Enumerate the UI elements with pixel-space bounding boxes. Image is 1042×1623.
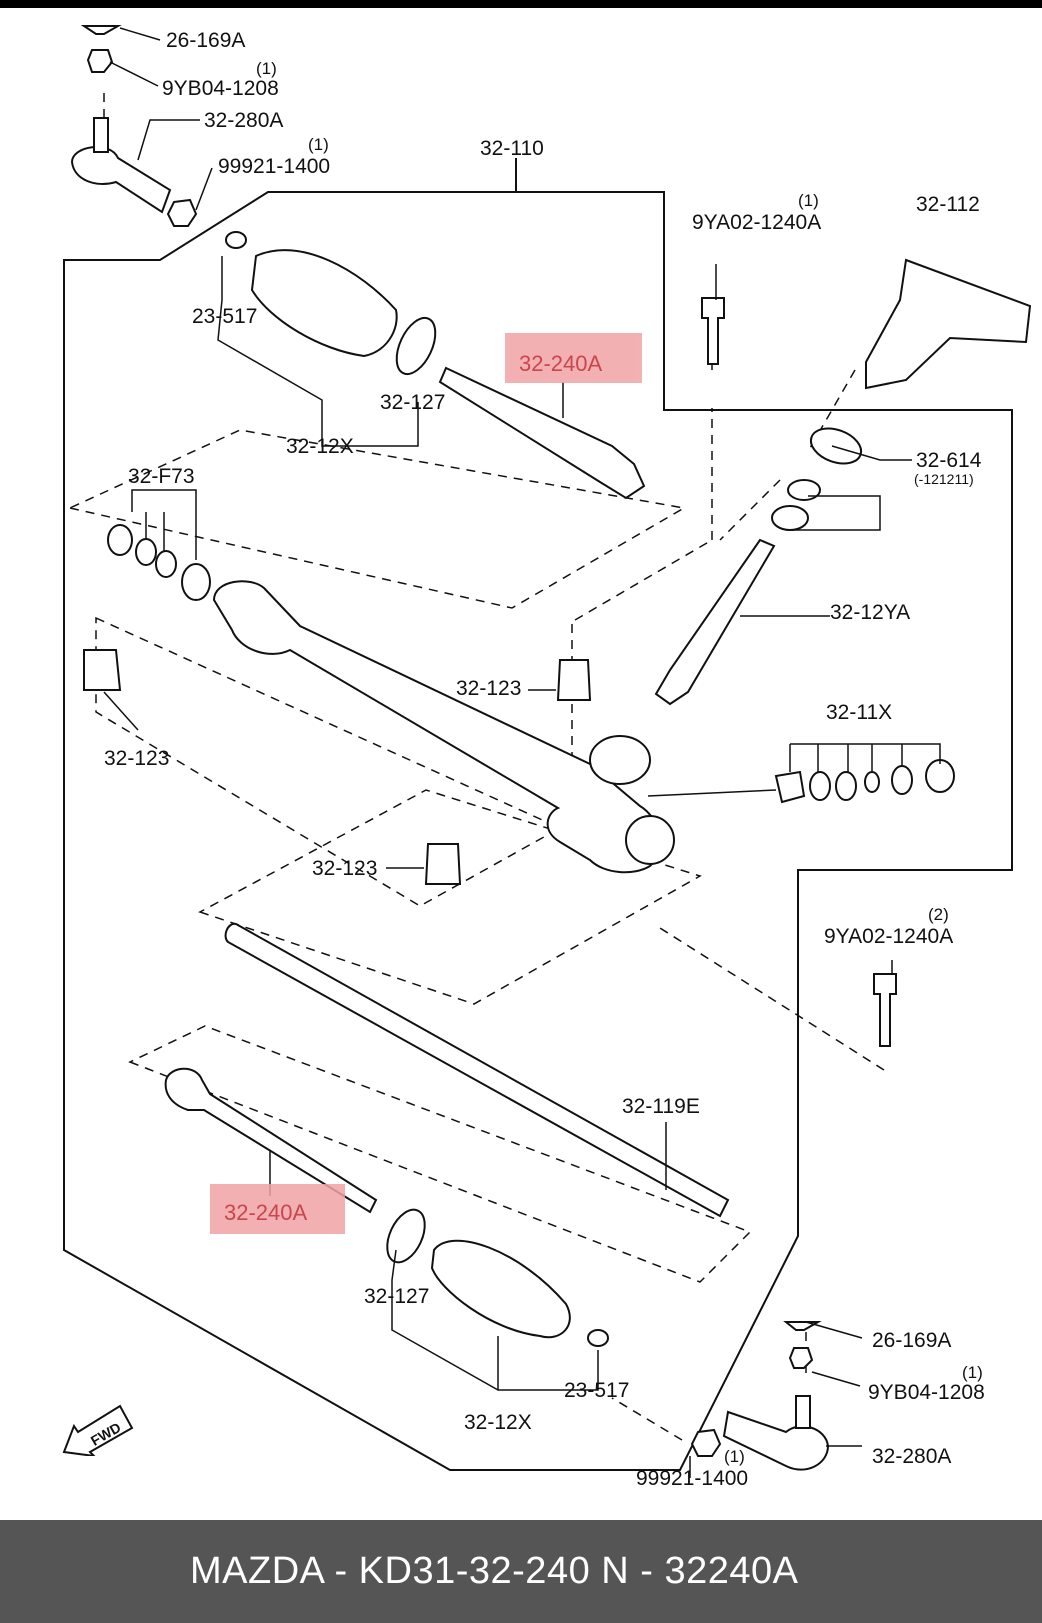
lock-nut-top [166,198,198,227]
label-32-F73: 32-F73 [128,465,195,488]
label-99921-1400-top: 99921-1400 [218,155,331,178]
oring-32-614 [809,427,863,465]
stud-bottom [795,1395,811,1429]
label-32-614: 32-614 [916,449,982,472]
band-top [395,316,437,376]
clamp-bottom [587,1329,609,1347]
fwd-arrow-icon: FWD [60,1400,140,1458]
label-32-127-top: 32-127 [380,391,446,414]
label-32-11X: 32-11X [826,701,893,724]
spring-f73 [181,563,211,601]
label-9YA02-1240A-1: 9YA02-1240A [692,211,822,234]
cotter-pin-top [80,25,122,35]
label-32-240A-bottom: 32-240A [224,1200,308,1225]
highlight-32-240A-bottom: 32-240A [210,1184,345,1234]
bushing-low [424,843,462,885]
seal-2 [771,505,809,531]
yoke-11x [774,770,806,804]
label-32-12X-top: 32-12X [286,435,354,458]
label-26-169A-top: 26-169A [166,29,246,52]
label-99921-1400-bottom: 99921-1400 [636,1467,749,1490]
pinion-cover [865,258,1032,390]
label-32-119E: 32-119E [622,1095,700,1118]
qty-99921-bottom: (1) [724,1447,745,1466]
label-32-112: 32-112 [916,193,980,216]
top-border [0,0,1042,8]
qty-9YA02-2: (2) [928,905,949,924]
label-32-127-bottom: 32-127 [364,1285,430,1308]
nut-top [86,49,114,73]
bushing-left [83,649,122,691]
seal-1 [787,479,821,501]
label-32-110: 32-110 [480,137,544,160]
highlight-32-240A-top: 32-240A [505,333,642,383]
spring-11x [864,771,880,793]
ring-11x-3 [891,765,913,795]
bolt-9ya02-2 [873,973,897,1047]
label-23-517-bottom: 23-517 [564,1379,630,1402]
label-32-123-left: 32-123 [104,747,170,770]
footer-bar [0,1520,1042,1623]
cotter-pin-bottom [783,1321,822,1331]
label-23-517-top: 23-517 [192,305,258,328]
assembly-boundary [63,191,1013,1471]
rack-bar [224,922,730,1218]
housing-port-top [589,735,651,785]
dashed-box-lower-tierod [128,1025,752,1283]
ring-f73-2 [135,538,157,566]
bellows-bottom [430,1239,571,1339]
tie-rod-bottom [164,1067,378,1214]
dashed-pinion-path [574,539,713,621]
label-32-123-low: 32-123 [312,857,378,880]
band-bottom [386,1208,426,1264]
cap-11x [925,759,955,793]
label-32-280A-top: 32-280A [204,109,284,132]
footer-part-number: MAZDA - KD31-32-240 N - 32240A [190,1550,799,1592]
ring-11x-1 [809,771,831,801]
dashed-box-rack [198,789,702,1005]
stud-top [93,117,109,153]
label-32-123-mid: 32-123 [456,677,522,700]
label-32-280A-bottom: 32-280A [872,1445,952,1468]
label-9YB04-1208-bottom: 9YB04-1208 [868,1381,985,1404]
bushing-mid [556,659,592,701]
label-32-240A-top: 32-240A [519,351,603,376]
ring-f73-3 [155,550,177,578]
label-9YA02-1240A-2: 9YA02-1240A [824,925,954,948]
label-32-12X-bottom: 32-12X [464,1411,532,1434]
tie-rod-top [438,366,646,500]
housing-port-bottom [625,815,675,865]
exploded-view-drawing [63,25,1032,1478]
qty-99921-top: (1) [308,135,329,154]
bellows-top [250,249,398,358]
bolt-9ya02-1 [701,297,725,365]
ring-f73-1 [107,524,133,556]
qty-9YA02-1: (1) [798,191,819,210]
ring-11x-2 [835,771,857,801]
label-9YB04-1208-top: 9YB04-1208 [162,77,279,100]
label-32-12YA: 32-12YA [830,601,911,624]
qty-9YB04-bottom: (1) [962,1363,983,1382]
clamp-top [225,231,247,249]
nut-bottom [788,1347,814,1369]
label-26-169A-bottom: 26-169A [872,1329,952,1352]
qty-9YB04-top: (1) [256,59,277,78]
pinion-shaft [654,538,776,706]
rack-housing [212,580,661,874]
parts-diagram: 32-240A 32-240A 26-169A (1) 9YB04-1208 3… [0,0,1042,1490]
tie-rod-end-top [70,145,172,214]
lock-nut-bottom [690,1428,722,1457]
note-32-614: (-121211) [914,471,974,487]
